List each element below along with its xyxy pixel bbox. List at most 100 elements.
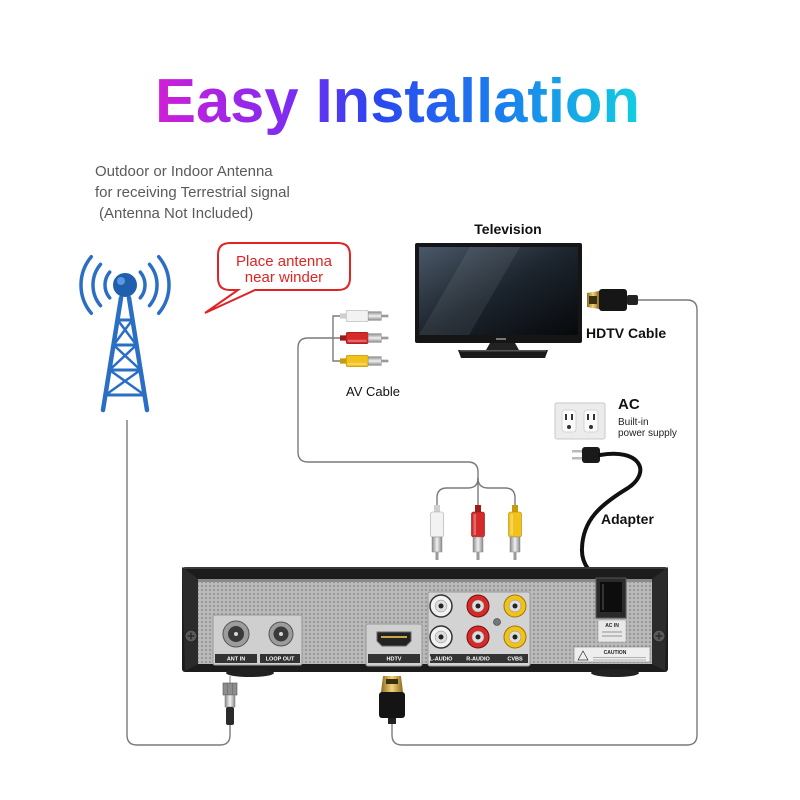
coax-cable-sleeve [226,707,234,725]
callout-text: Place antenna near winder [236,253,333,286]
rca-plug-pin [381,336,389,340]
ac-note-line-1: Built-in [618,417,649,428]
callout-line-1: Place antenna [236,253,333,270]
caution-label [573,646,651,663]
loop-out-label: LOOP OUT [266,657,295,663]
loop-out-port [268,621,294,647]
r-audio-label: R-AUDIO [466,657,490,663]
rca-plug-icon [471,505,485,560]
tower-brace [112,343,142,372]
rca-plug-icon [340,332,389,344]
rca-plug-body-yellow [345,355,369,367]
tower-brace [116,318,138,347]
rca-plug-relief [340,335,347,341]
hdmi-plug-strain-relief [388,718,396,724]
cvbs-label: CVBS [507,657,523,663]
rca-plug-icon [340,310,389,322]
caution-text: CAUTION [604,650,627,656]
tv-screen [419,247,578,335]
rca-plug-highlight [347,362,367,365]
hdtv-port [376,631,412,647]
tower-brace [104,368,142,397]
antenna-note-line-2: for receiving Terrestrial signal [95,184,290,201]
hdmi-plug-body [599,289,627,311]
hdtv-label-strip [368,654,420,663]
antenna-note-line-3: (Antenna Not Included) [99,205,253,222]
signal-arc-left-2 [91,262,103,308]
hdtv-cable-wire [391,299,698,746]
rca-jack-white [429,625,453,649]
hdtv-port-pins [381,636,407,638]
tower-frame [100,295,150,413]
receiver-rear-panel [198,579,652,664]
rca-jack-hole [438,603,444,609]
rca-jack-hole [475,634,481,640]
signal-arc-left-3 [79,254,94,316]
rca-jack-hole [512,634,518,640]
signal-arc-right-3 [156,254,171,316]
rca-plug-relief [340,313,347,319]
l-audio-label: L-AUDIO [430,657,454,663]
rca-plug-highlight [347,339,367,342]
rca-plug-sleeve [367,333,382,343]
rca-jack-red [466,594,490,618]
rca-plug-pin [435,552,439,560]
hdmi-plug-icon [587,289,638,311]
adapter-plug-highlight [602,584,604,610]
adapter-plug [600,582,622,612]
rca-plug-icon [430,505,444,560]
television-icon [415,243,582,358]
television-label: Television [474,221,541,237]
tower-brace [112,318,134,347]
tower-leg-right [126,295,150,413]
rca-plug-body-yellow [508,511,522,538]
tv-logo [496,338,506,340]
outlet-slot [565,414,567,420]
rca-plug-relief [475,505,481,512]
rca-jack-yellow [503,594,527,618]
rca-plug-pin [476,552,480,560]
screw-cross [655,632,663,640]
coax-body [224,694,236,708]
rca-plug-icon [508,505,522,560]
screw-cross [187,632,195,640]
screw-icon [652,629,666,643]
av-cable-bundle [332,315,340,362]
power-plug-prong [572,457,582,460]
rca-plug-sleeve [509,536,521,553]
loop-out-pin [279,632,283,636]
av-cable-branch-yellow [477,477,516,505]
antenna-note: Outdoor or Indoor Antenna for receiving … [95,163,290,222]
signal-arc-right-1 [138,270,147,300]
tower-leg-left [100,295,124,413]
callout-bubble [204,242,351,314]
coax-plug-icon [222,676,238,725]
hdtv-port-label: HDTV [387,657,402,663]
rca-plug-highlight [510,514,513,535]
adapter-power-cable [579,451,643,584]
rca-plug-sleeve [472,536,484,553]
rca-plug-pin [381,314,389,318]
av-cable-label: AV Cable [346,384,400,399]
outlet-ground [567,425,571,429]
rca-plug-body-white [430,511,444,538]
tower-beacon [113,273,137,297]
ac-in-label: AC IN [605,623,619,629]
power-plug-icon [572,447,600,463]
ant-in-label-strip [215,654,257,663]
hdmi-plug-strain-relief [627,295,638,305]
hdmi-plug-slot [386,679,398,684]
wall-outlet-icon [554,402,606,440]
antenna-cable [126,420,231,746]
hdmi-plug-body [379,692,405,718]
av-cable-wire [297,337,479,505]
rca-plug-body-red [345,332,369,344]
ac-note-line-2: power supply [618,428,677,439]
hdmi-plug-slot [589,296,597,304]
tv-screen-sheen [419,247,520,335]
rca-plug-body-red [471,511,485,538]
rca-plug-relief [340,358,347,364]
tv-stand-base [458,350,548,358]
placement-callout: Place antenna near winder [204,242,351,314]
